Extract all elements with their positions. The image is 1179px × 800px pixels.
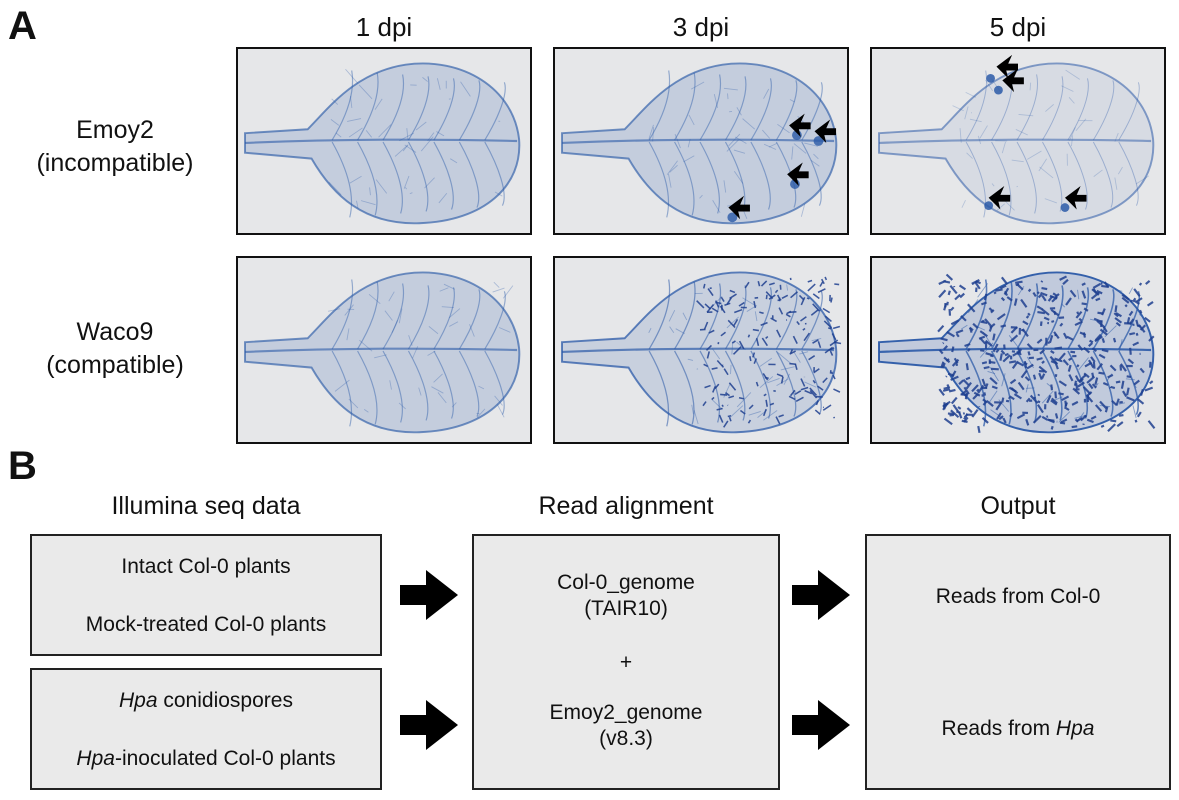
panel-b-letter: B [8, 444, 37, 488]
arrow-right-icon [400, 700, 458, 750]
output-reads-col0: Reads from Col-0 [935, 585, 1101, 608]
genome-emoy2: Emoy2_genome [549, 701, 703, 724]
arrow-right-icon [792, 570, 850, 620]
output-reads-hpa: Reads from Hpa [941, 717, 1095, 740]
leaf-image-waco9-1dpi [236, 256, 532, 444]
leaf-image-emoy2-5dpi [870, 47, 1166, 235]
arrow-right-icon [400, 570, 458, 620]
row-label-emoy2: Emoy2 (incompatible) [0, 114, 230, 179]
seq-data-box-col0: Intact Col-0 plants Mock-treated Col-0 p… [30, 534, 382, 656]
row-label-emoy2-name: Emoy2 [76, 116, 154, 144]
genome-emoy2-version: (v8.3) [599, 727, 653, 750]
column-header-1dpi: 1 dpi [355, 12, 413, 42]
step-title-output: Output [980, 492, 1056, 520]
column-header-3dpi: 3 dpi [672, 12, 730, 42]
leaf-image-waco9-3dpi [553, 256, 849, 444]
leaf-image-waco9-5dpi [870, 256, 1166, 444]
leaf-drawing [561, 62, 838, 225]
column-header-5dpi: 5 dpi [989, 12, 1047, 42]
step-title-alignment: Read alignment [538, 492, 714, 520]
alignment-box: Col-0_genome (TAIR10) + Emoy2_genome (v8… [472, 534, 780, 790]
row-label-waco9-name: Waco9 [76, 318, 154, 346]
leaf-drawing [244, 62, 521, 225]
seq-item-inoculated: Hpa-inoculated Col-0 plants [76, 747, 336, 770]
output-box: Reads from Col-0 Reads from Hpa [865, 534, 1171, 790]
seq-item-conidiospores: Hpa conidiospores [119, 689, 293, 712]
leaf-drawing [878, 54, 1155, 225]
leaf-drawing [878, 271, 1156, 434]
leaf-drawing [244, 271, 521, 434]
seq-item-mock: Mock-treated Col-0 plants [85, 613, 327, 636]
plus-sign: + [619, 651, 633, 674]
row-label-emoy2-type: (incompatible) [36, 148, 194, 177]
seq-data-box-hpa: Hpa conidiospores Hpa-inoculated Col-0 p… [30, 668, 382, 790]
genome-col0: Col-0_genome [557, 571, 695, 594]
leaf-image-emoy2-1dpi [236, 47, 532, 235]
step-title-illumina: Illumina seq data [111, 492, 301, 520]
leaf-image-emoy2-3dpi [553, 47, 849, 235]
arrow-right-icon [792, 700, 850, 750]
leaf-drawing [561, 271, 842, 434]
genome-col0-version: (TAIR10) [584, 597, 668, 620]
seq-item-intact: Intact Col-0 plants [121, 555, 291, 578]
row-label-waco9: Waco9 (compatible) [0, 316, 230, 381]
panel-a-letter: A [8, 4, 37, 48]
row-label-waco9-type: (compatible) [46, 350, 184, 379]
